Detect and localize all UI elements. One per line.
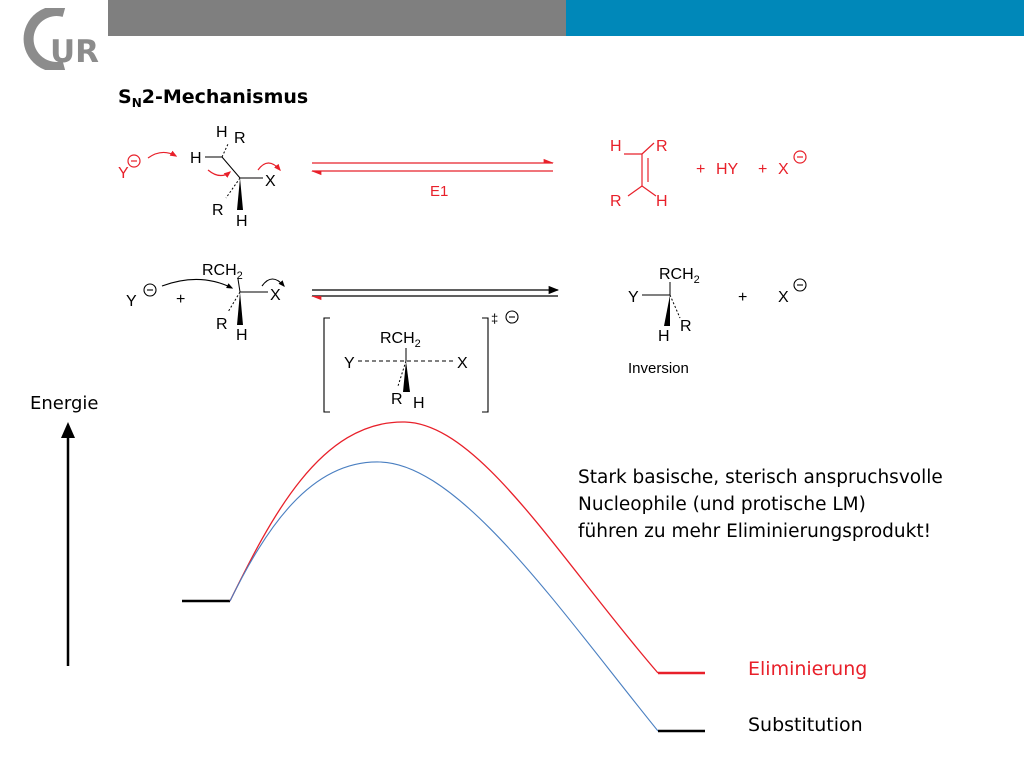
e1-equilibrium-arrow: E1 [310, 158, 555, 200]
hashed-bond [225, 177, 241, 199]
leaving-group-x: X [778, 289, 789, 306]
ts-rch2: RCH2 [380, 330, 421, 350]
attack-arrow [147, 150, 178, 159]
electron-arrow [207, 169, 232, 178]
logo-text: UR [50, 34, 99, 70]
dagger-label: ‡ [491, 311, 498, 326]
reactant-bottom-h: H [236, 213, 248, 230]
product-h: H [658, 328, 670, 345]
page-title: SN2-Mechanismus [118, 86, 308, 110]
reactant-x: X [265, 173, 276, 190]
elimination-energy-curve [229, 421, 659, 674]
plus-sign: + [738, 289, 747, 306]
reactant-bottom-r: R [212, 202, 224, 219]
nucleophile-y-label: Y [118, 165, 129, 182]
ur-logo-icon: UR [23, 8, 99, 70]
reactant-x: X [270, 287, 281, 304]
product-r: R [680, 318, 692, 335]
nucleophile-y-label: Y [126, 293, 137, 310]
energy-axis-label: Energie [30, 393, 99, 414]
plus-sign: + [696, 161, 705, 178]
title-subscript: N [131, 96, 142, 110]
reactant-h: H [236, 327, 248, 344]
reactant-rch2: RCH2 [202, 262, 243, 282]
e1-product-alkene: H R R H + HY + X [610, 138, 807, 210]
leaving-arrow [257, 162, 281, 172]
inversion-label: Inversion [628, 360, 689, 377]
wedge-bond [403, 361, 410, 392]
reactant-r: R [216, 316, 228, 333]
legend-elimination: Eliminierung [748, 658, 868, 680]
wedge-bond [664, 295, 670, 326]
energy-axis-arrowhead [61, 422, 75, 438]
note-line: führen zu mehr Eliminierungsprodukt! [578, 521, 932, 542]
attack-arrow [161, 278, 234, 289]
header-bar-gray [108, 0, 566, 36]
wedge-bond [237, 292, 243, 325]
product-y: Y [628, 289, 639, 306]
transition-state: ‡ RCH2 Y X R H [323, 310, 519, 413]
negative-charge-icon [793, 150, 807, 164]
note-line: Stark basische, sterisch anspruchsvolle [578, 467, 943, 488]
alkene-h-bottom: H [656, 193, 668, 210]
reactant-top-r: R [234, 130, 246, 147]
product-rch2: RCH2 [659, 266, 700, 286]
title-prefix: S [118, 86, 132, 108]
sn2-equilibrium-arrow [310, 285, 560, 301]
hashed-bond [221, 143, 229, 158]
ts-h: H [413, 395, 425, 412]
ts-x: X [457, 355, 468, 372]
plus-sign: + [758, 161, 767, 178]
sn2-product: RCH2 Y H R + X Inversion [628, 266, 807, 377]
ts-y: Y [344, 355, 355, 372]
negative-charge-icon [127, 154, 141, 168]
negative-charge-icon [143, 283, 157, 297]
e1-arrow-label: E1 [430, 183, 448, 200]
alkene-r-top: R [656, 138, 668, 155]
substitution-energy-curve [229, 461, 659, 732]
energy-diagram [61, 421, 705, 733]
wedge-bond [237, 178, 243, 210]
negative-charge-icon [793, 278, 807, 292]
plus-sign: + [176, 291, 185, 308]
reactant-left-h: H [190, 150, 202, 167]
bracket-right [482, 317, 489, 413]
sn2-reactant: Y + RCH2 X R H [126, 262, 285, 344]
note-line: Nucleophile (und protische LM) [578, 494, 866, 515]
reactant-top-h: H [216, 124, 228, 141]
selectivity-note: Stark basische, sterisch anspruchsvolle … [578, 464, 1008, 545]
byproduct-x: X [778, 161, 789, 178]
negative-charge-icon [505, 310, 519, 324]
byproduct-hy: HY [716, 161, 739, 178]
leaving-arrow [261, 278, 285, 288]
c-c-bond [221, 156, 241, 179]
bracket-left [323, 317, 330, 413]
header-bar-blue [566, 0, 1024, 36]
alkene-h-top: H [610, 138, 622, 155]
alkene-r-bottom: R [610, 193, 622, 210]
legend-substitution: Substitution [748, 714, 863, 736]
ts-r: R [391, 391, 403, 408]
title-suffix: 2-Mechanismus [141, 86, 309, 108]
e1-reactant: Y H R H X R H [118, 124, 281, 230]
